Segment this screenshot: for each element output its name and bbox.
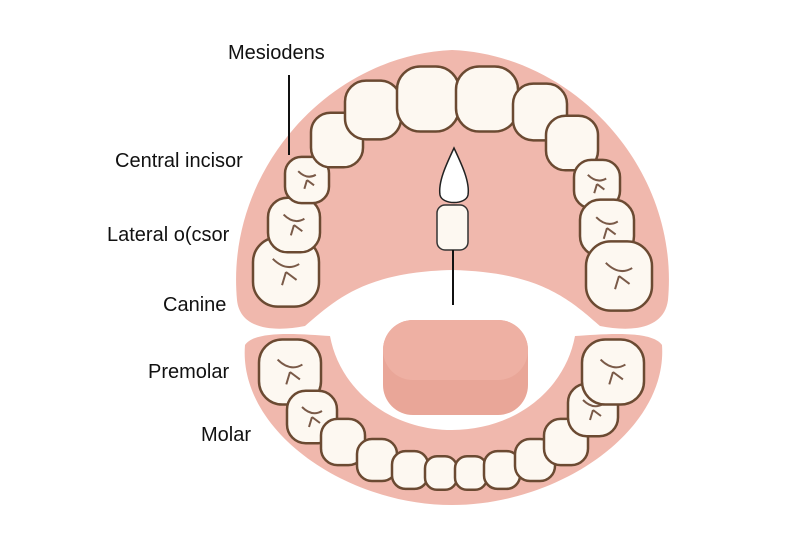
tooth-fissure — [587, 174, 607, 194]
tooth — [423, 454, 459, 492]
tooth-fissure — [272, 258, 300, 286]
tooth-fissure — [276, 358, 303, 385]
tooth — [453, 454, 489, 492]
tooth-fissure — [595, 216, 619, 240]
tooth — [343, 79, 403, 141]
label-molar: Molar — [201, 424, 252, 446]
label-canine: Canine — [163, 294, 227, 316]
label-mesiodens: Mesiodens — [228, 42, 325, 64]
label-central-incisor: Central incisor — [115, 150, 243, 172]
mesiodens-tooth — [436, 204, 469, 251]
mesiodens-outline — [438, 146, 470, 204]
tooth-fissure — [301, 406, 323, 428]
label-lateral-incisor: Lateral o(csor — [107, 224, 230, 246]
tooth-fissure — [605, 262, 633, 290]
tooth-fissure — [282, 213, 305, 236]
tooth — [544, 114, 600, 172]
tooth-fissure — [297, 170, 317, 190]
tooth — [395, 65, 461, 133]
tooth — [390, 449, 430, 491]
tooth-fissure — [599, 358, 626, 385]
label-premolar: Premolar — [148, 361, 230, 383]
tooth — [454, 65, 520, 133]
